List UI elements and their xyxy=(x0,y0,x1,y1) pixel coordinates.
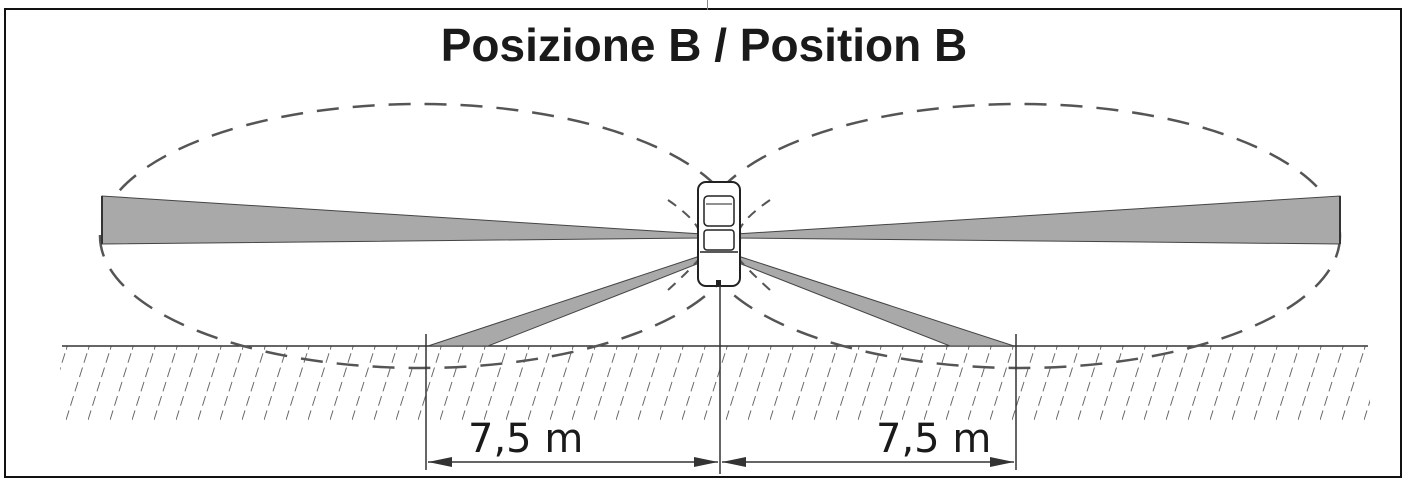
right-downward-beam xyxy=(735,255,1015,347)
ground-hatch xyxy=(60,346,1370,422)
right-horizontal-beam xyxy=(735,195,1341,245)
sensor-device xyxy=(697,181,741,287)
left-dimension-arrow xyxy=(428,457,718,467)
diagram-title: Posizione B / Position B xyxy=(440,19,968,71)
left-dimension-label: 7,5 m xyxy=(468,416,583,462)
left-horizontal-beam xyxy=(101,195,703,245)
frame-notch xyxy=(707,0,708,10)
right-dimension-arrow xyxy=(722,457,1014,467)
left-downward-beam xyxy=(427,255,703,347)
right-dimension-label: 7,5 m xyxy=(876,416,991,462)
